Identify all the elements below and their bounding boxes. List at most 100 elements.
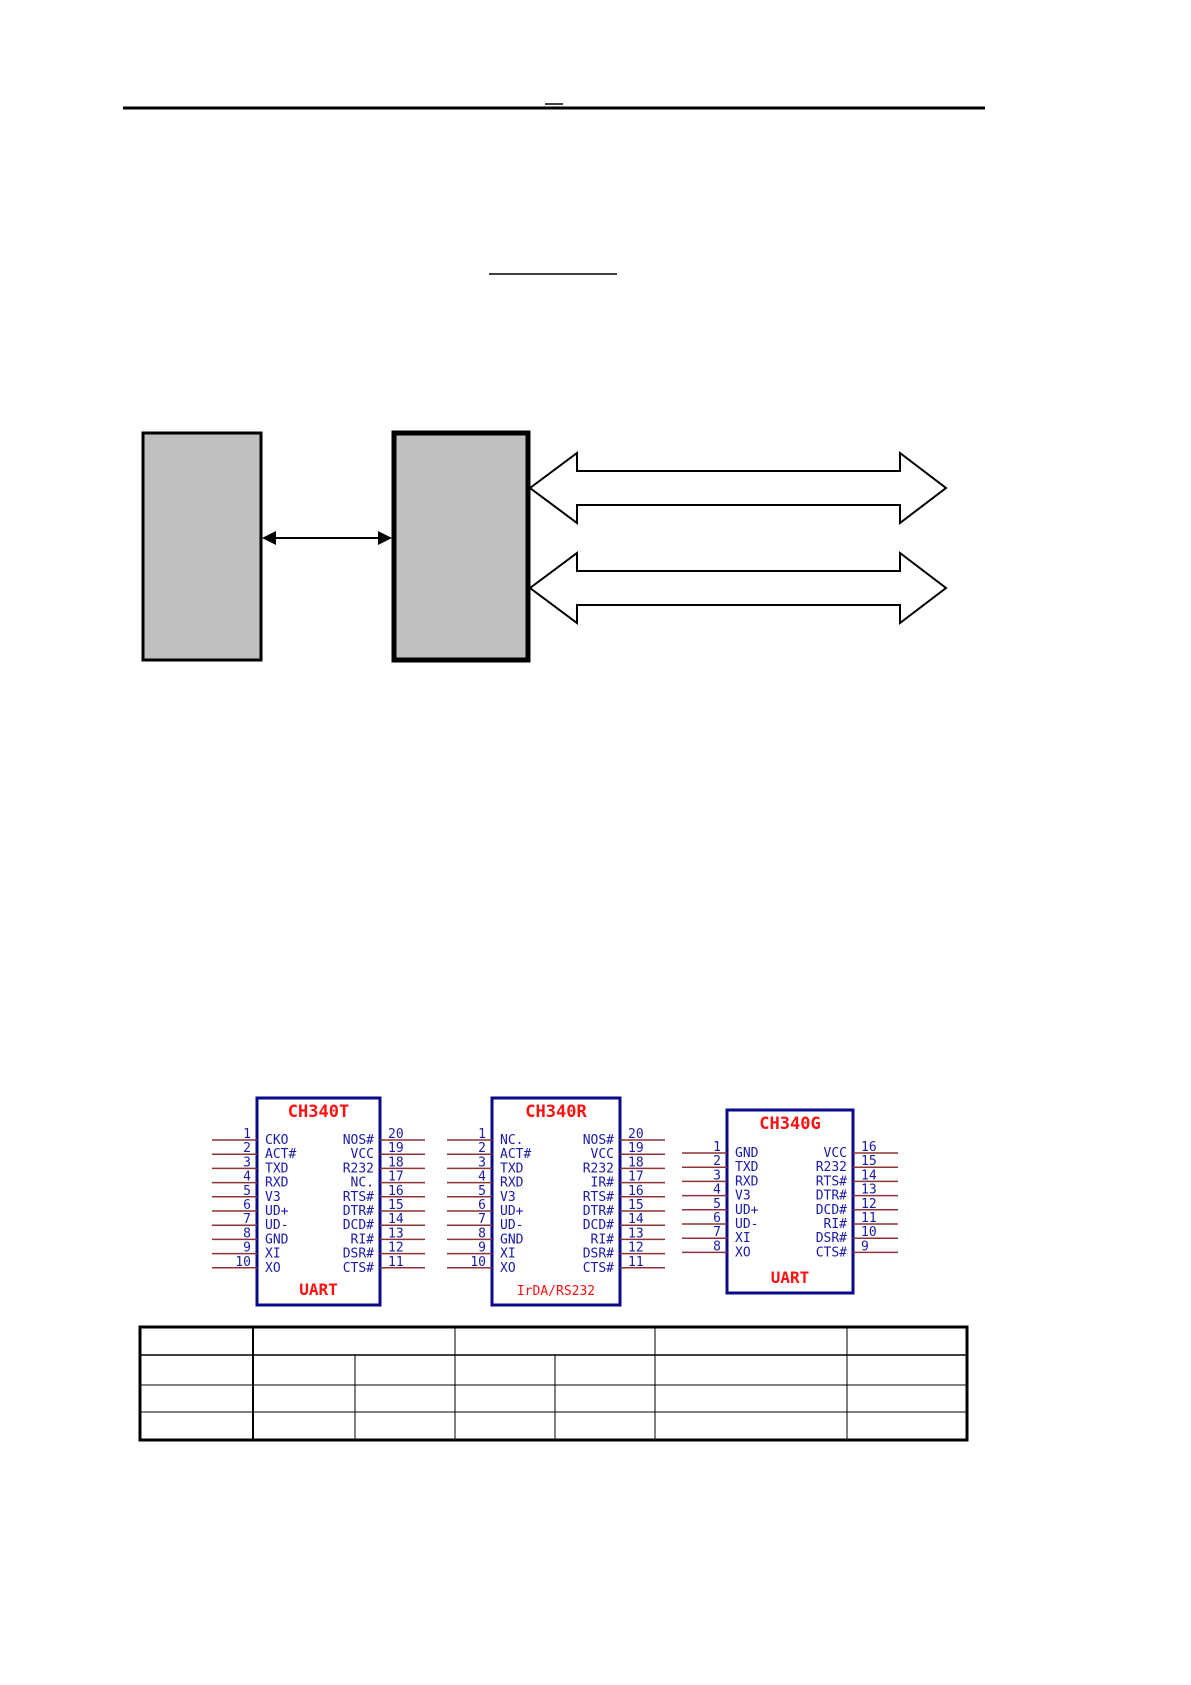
pin-label: CTS# — [583, 1261, 614, 1276]
usb-double-arrow — [262, 531, 392, 545]
pin-number: 5 — [713, 1197, 721, 1212]
pin-number: 4 — [243, 1170, 251, 1185]
pin-label: RTS# — [343, 1190, 374, 1205]
chip-body — [725, 1108, 855, 1295]
pin-label: CKO — [265, 1133, 289, 1148]
pin-label: RXD — [735, 1174, 759, 1189]
pin-number: 9 — [243, 1241, 251, 1256]
pin-number: 18 — [628, 1155, 644, 1170]
pin-label: RXD — [265, 1176, 289, 1191]
pin-label: GND — [735, 1146, 759, 1161]
pin-label: RI# — [351, 1232, 375, 1247]
pin-number: 7 — [713, 1225, 721, 1240]
pin-label: R232 — [583, 1161, 614, 1176]
pin-number: 8 — [243, 1226, 251, 1241]
pin-number: 15 — [861, 1154, 877, 1169]
pin-number: 11 — [861, 1211, 877, 1226]
pin-label: UD+ — [265, 1204, 289, 1219]
chip-footer: UART — [771, 1268, 810, 1287]
pin-label: XO — [500, 1261, 516, 1276]
chip-body — [490, 1096, 622, 1307]
pin-number: 4 — [713, 1183, 721, 1198]
pin-label: R232 — [816, 1160, 847, 1175]
pin-number: 16 — [388, 1184, 404, 1199]
pin-label: R232 — [343, 1161, 374, 1176]
pin-label: TXD — [500, 1161, 524, 1176]
pin-number: 20 — [628, 1127, 644, 1142]
pin-label: DCD# — [816, 1203, 847, 1218]
pin-number: 1 — [713, 1140, 721, 1155]
spec-table — [138, 1325, 969, 1442]
pin-number: 3 — [243, 1155, 251, 1170]
chip-footer: IrDA/RS232 — [517, 1284, 595, 1299]
pin-number: 16 — [861, 1140, 877, 1155]
bus-arrow-upper — [528, 450, 948, 526]
pin-label: RTS# — [816, 1174, 847, 1189]
pin-label: RI# — [824, 1217, 848, 1232]
pin-label: V3 — [500, 1190, 516, 1205]
pin-number: 1 — [478, 1127, 486, 1142]
pin-number: 8 — [478, 1226, 486, 1241]
pin-label: VCC — [591, 1147, 614, 1162]
pin-label: NC. — [351, 1176, 374, 1191]
pin-label: DTR# — [816, 1189, 847, 1204]
pin-label: RXD — [500, 1176, 524, 1191]
pin-label: UD- — [500, 1218, 523, 1233]
pin-label: ACT# — [265, 1147, 296, 1162]
pin-number: 10 — [861, 1225, 877, 1240]
pin-label: GND — [500, 1232, 524, 1247]
pin-number: 3 — [478, 1155, 486, 1170]
pin-number: 1 — [243, 1127, 251, 1142]
pin-number: 17 — [628, 1170, 644, 1185]
pin-number: 17 — [388, 1170, 404, 1185]
pin-number: 15 — [388, 1198, 404, 1213]
chip-body — [255, 1096, 382, 1307]
pin-label: DCD# — [343, 1218, 374, 1233]
pin-label: XO — [735, 1245, 751, 1260]
pin-number: 15 — [628, 1198, 644, 1213]
pin-number: 5 — [243, 1184, 251, 1199]
pin-number: 19 — [628, 1141, 644, 1156]
pin-label: RI# — [591, 1232, 615, 1247]
block-host — [141, 431, 263, 662]
pin-label: NOS# — [583, 1133, 614, 1148]
pin-label: UD- — [265, 1218, 288, 1233]
pin-label: GND — [265, 1232, 289, 1247]
pin-number: 11 — [388, 1255, 404, 1270]
pin-label: V3 — [265, 1190, 281, 1205]
pin-label: DCD# — [583, 1218, 614, 1233]
pin-label: TXD — [735, 1160, 759, 1175]
pin-number: 6 — [713, 1211, 721, 1226]
chip-title: CH340G — [759, 1114, 820, 1134]
chip-footer: UART — [299, 1280, 338, 1299]
pin-label: UD+ — [500, 1204, 524, 1219]
pin-number: 5 — [478, 1184, 486, 1199]
pin-number: 13 — [861, 1183, 877, 1198]
pin-label: NOS# — [343, 1133, 374, 1148]
pin-label: RTS# — [583, 1190, 614, 1205]
pin-number: 11 — [628, 1255, 644, 1270]
pin-label: DSR# — [583, 1247, 614, 1262]
pin-number: 6 — [478, 1198, 486, 1213]
pin-number: 6 — [243, 1198, 251, 1213]
pin-number: 19 — [388, 1141, 404, 1156]
pin-number: 2 — [713, 1154, 721, 1169]
pin-label: XO — [265, 1261, 281, 1276]
pin-number: 20 — [388, 1127, 404, 1142]
pin-number: 2 — [478, 1141, 486, 1156]
pin-number: 2 — [243, 1141, 251, 1156]
pin-number: 14 — [861, 1168, 877, 1183]
pin-label: ACT# — [500, 1147, 531, 1162]
pin-number: 12 — [861, 1197, 877, 1212]
pin-number: 12 — [388, 1241, 404, 1256]
chip-title: CH340T — [288, 1102, 349, 1122]
pin-number: 9 — [478, 1241, 486, 1256]
pin-label: XI — [735, 1231, 751, 1246]
pin-label: IR# — [591, 1176, 615, 1191]
pin-number: 3 — [713, 1168, 721, 1183]
pin-label: XI — [265, 1247, 281, 1262]
pin-label: DTR# — [343, 1204, 374, 1219]
